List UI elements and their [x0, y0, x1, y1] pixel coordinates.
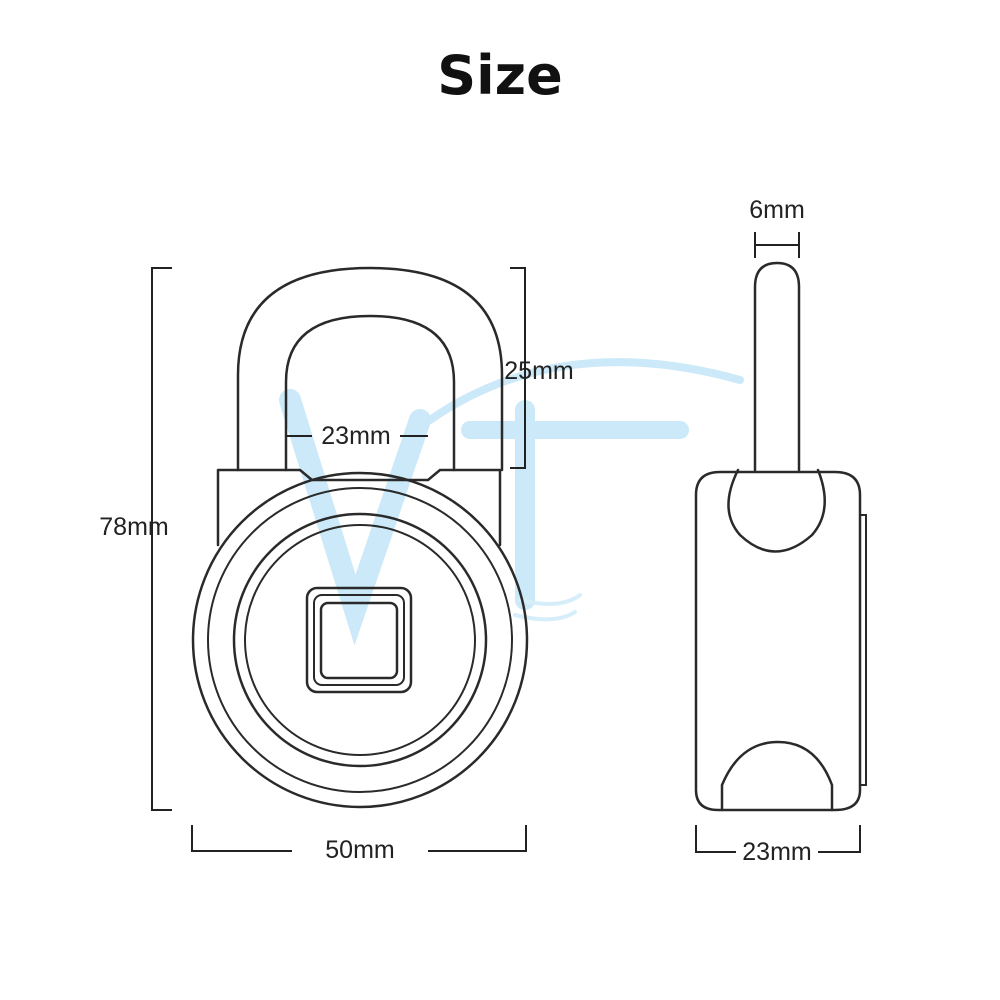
side-view	[694, 261, 867, 812]
fingerprint-sensor-mid	[313, 594, 405, 686]
side-body	[694, 470, 862, 812]
front-shackle-outer	[236, 266, 504, 472]
front-collar	[216, 468, 502, 547]
overall-height-label: 78mm	[99, 513, 168, 541]
side-top-cap	[727, 468, 826, 553]
fingerprint-sensor-outer	[305, 586, 413, 694]
shackle-thickness-label: 6mm	[749, 196, 805, 224]
side-shackle	[753, 261, 801, 472]
front-body-ring-4	[244, 524, 476, 756]
front-body-ring-3	[232, 512, 488, 768]
side-depth-label: 23mm	[742, 838, 811, 866]
side-body-edge	[860, 514, 867, 786]
front-shackle-inner	[284, 314, 456, 472]
body-width-label: 50mm	[325, 836, 394, 864]
page-title: Size	[437, 44, 563, 107]
fingerprint-sensor-inner	[319, 601, 399, 680]
front-view	[191, 266, 529, 809]
side-bottom-cap	[720, 740, 834, 812]
shackle-height-label: 25mm	[504, 357, 573, 385]
dimension-lines	[151, 232, 861, 853]
front-body-ring-2	[207, 487, 513, 793]
front-body-outer	[191, 471, 529, 809]
shackle-inner-width-label: 23mm	[321, 422, 390, 450]
